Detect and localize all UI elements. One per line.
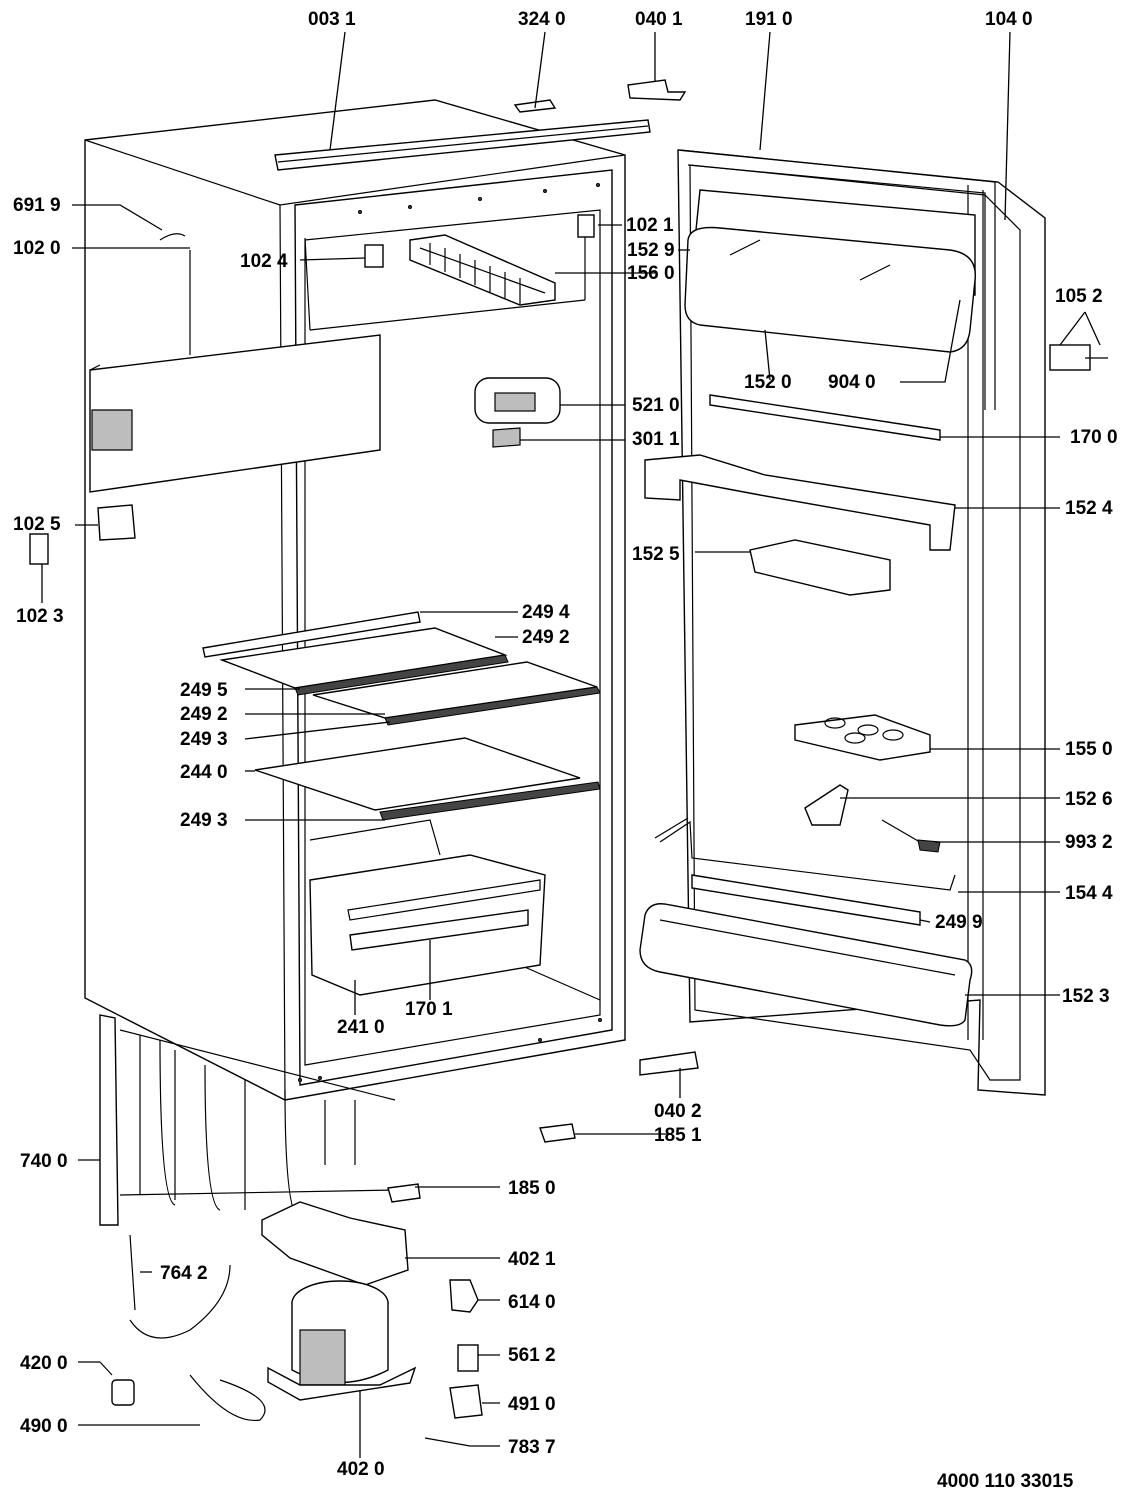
label-402-1: 402 1 (508, 1249, 556, 1270)
label-152-0: 152 0 (744, 372, 792, 393)
label-102-5: 102 5 (13, 514, 61, 535)
label-491-0: 491 0 (508, 1394, 556, 1415)
thermostat-housing (474, 377, 561, 424)
label-185-0: 185 0 (508, 1178, 556, 1199)
document-number: 4000 110 33015 (937, 1471, 1074, 1492)
label-104-0: 104 0 (985, 9, 1033, 30)
capillary-tube (129, 1234, 231, 1339)
label-324-0: 324 0 (518, 9, 566, 30)
label-170-0: 170 0 (1070, 427, 1118, 448)
label-241-0: 241 0 (337, 1017, 385, 1038)
label-102-0: 102 0 (13, 238, 61, 259)
power-cord (189, 1374, 266, 1422)
label-764-2: 764 2 (160, 1263, 208, 1284)
label-040-2: 040 2 (654, 1101, 702, 1122)
label-249-9: 249 9 (935, 912, 983, 933)
bottle-shelf-trim (691, 874, 921, 926)
thermostat-label (492, 427, 521, 448)
door-shelf-upper (644, 454, 956, 551)
glass-shelf-lower (254, 737, 601, 821)
label-249-2-lower: 249 2 (180, 704, 228, 725)
label-783-7: 783 7 (508, 1437, 556, 1458)
label-185-1: 185 1 (654, 1125, 702, 1146)
label-993-2: 993 2 (1065, 832, 1113, 853)
dairy-compartment (684, 189, 976, 353)
hinge-plate (29, 533, 49, 565)
shelf-trim-rail (202, 611, 421, 658)
label-301-1: 301 1 (632, 429, 680, 450)
crisper-drawer (309, 854, 546, 996)
compressor-bracket (261, 1201, 409, 1286)
condenser (99, 1014, 396, 1226)
pin-part (424, 1437, 471, 1447)
label-154-4: 154 4 (1065, 883, 1113, 904)
wire-clip (159, 233, 186, 241)
glass-shelf-middle (312, 661, 601, 726)
label-152-3: 152 3 (1062, 986, 1110, 1007)
label-904-0: 904 0 (828, 372, 876, 393)
label-244-0: 244 0 (180, 762, 228, 783)
label-170-1: 170 1 (405, 999, 453, 1020)
lamp-part (577, 214, 595, 238)
door-hinge-side (1049, 344, 1108, 371)
label-249-4: 249 4 (522, 602, 570, 623)
label-003-1: 003 1 (308, 9, 356, 30)
label-490-0: 490 0 (20, 1416, 68, 1437)
capacitor (99, 1361, 135, 1406)
butter-tray (749, 539, 891, 596)
mounting-clip-b (387, 1183, 421, 1203)
top-hinge-bracket (627, 79, 687, 101)
door-switch-part (881, 819, 941, 853)
label-191-0: 191 0 (745, 9, 793, 30)
door-trim-bar (709, 394, 941, 441)
freezer-flap (89, 250, 381, 493)
bottle-retainer (654, 817, 956, 891)
label-521-0: 521 0 (632, 395, 680, 416)
hinge-cap (97, 504, 136, 541)
light-switch-part (364, 244, 384, 268)
bottom-hinge-bracket (639, 1051, 699, 1076)
divider-clip (804, 784, 849, 826)
label-152-9: 152 9 (627, 240, 675, 261)
label-691-9: 691 9 (13, 195, 61, 216)
label-249-5: 249 5 (180, 680, 228, 701)
compressor (267, 1280, 417, 1401)
label-040-1: 040 1 (635, 9, 683, 30)
egg-tray (794, 714, 931, 761)
label-249-2-upper: 249 2 (522, 627, 570, 648)
label-152-4: 152 4 (1065, 498, 1113, 519)
label-102-1: 102 1 (626, 215, 674, 236)
label-420-0: 420 0 (20, 1353, 68, 1374)
label-740-0: 740 0 (20, 1151, 68, 1172)
overload-protector (457, 1344, 479, 1372)
label-249-3-upper: 249 3 (180, 729, 228, 750)
label-102-3: 102 3 (16, 606, 64, 627)
label-152-5: 152 5 (632, 544, 680, 565)
relay-starter (449, 1279, 479, 1313)
label-102-4: 102 4 (240, 251, 288, 272)
leader-lines (41, 31, 1101, 1458)
mounting-clip-a (539, 1123, 576, 1143)
top-trim-rail (274, 119, 651, 171)
label-105-2: 105 2 (1055, 286, 1103, 307)
label-614-0: 614 0 (508, 1292, 556, 1313)
label-155-0: 155 0 (1065, 739, 1113, 760)
label-249-3-lower: 249 3 (180, 810, 228, 831)
terminal-cover (449, 1384, 483, 1419)
label-152-6: 152 6 (1065, 789, 1113, 810)
door-gasket (679, 149, 996, 410)
label-156-0: 156 0 (627, 263, 675, 284)
ice-tray (409, 234, 556, 306)
label-561-2: 561 2 (508, 1345, 556, 1366)
glass-shelf-upper (219, 627, 509, 696)
label-402-0: 402 0 (337, 1459, 385, 1480)
bottle-shelf (639, 903, 973, 1027)
